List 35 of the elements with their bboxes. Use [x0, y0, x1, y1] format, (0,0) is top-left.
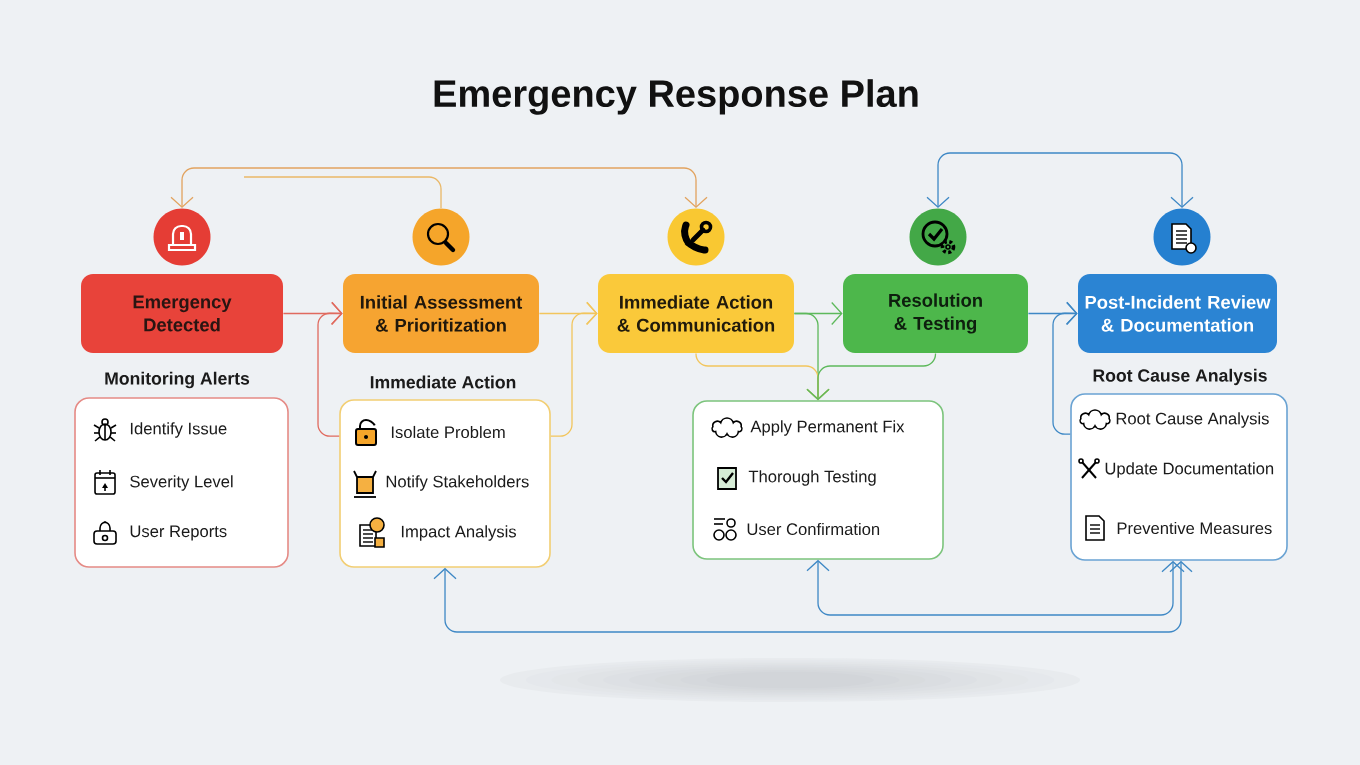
- title: Emergency Response Plan: [434, 79, 918, 115]
- arrow: [806, 559, 1185, 616]
- list-item: User Reports: [130, 525, 227, 541]
- list-item: Preventive Measures: [1117, 521, 1272, 535]
- arrow: [550, 301, 598, 437]
- siren-icon: [153, 208, 211, 266]
- list-item: Update Documentation: [1105, 462, 1274, 478]
- list-item: Impact Analysis: [401, 525, 516, 541]
- card-heading: Monitoring Alerts: [105, 371, 250, 389]
- card-heading: Root Cause Analysis: [1093, 368, 1267, 386]
- list-item: Root Cause Analysis: [1116, 412, 1269, 428]
- list-item: Identify Issue: [130, 422, 227, 438]
- arrow: [317, 301, 343, 437]
- search-icon: [412, 208, 470, 266]
- arrow: [926, 152, 1194, 209]
- list-item: Thorough Testing: [748, 470, 876, 486]
- process-box: Initial Assessment & Prioritization: [343, 274, 539, 353]
- arrow: [1052, 301, 1078, 435]
- list-item: Notify Stakeholders: [386, 475, 529, 491]
- arrow: [433, 560, 1193, 633]
- list-item: User Confirmation: [747, 522, 880, 536]
- list-item: Severity Level: [130, 475, 233, 491]
- arrow: [170, 167, 708, 209]
- phone-wrench-icon: [667, 208, 725, 266]
- list-item: Isolate Problem: [391, 425, 505, 439]
- process-box: Resolution & Testing: [843, 274, 1028, 353]
- connector-line: [243, 176, 442, 209]
- process-box: Immediate Action & Communication: [598, 274, 794, 353]
- process-box: Emergency Detected: [81, 274, 283, 353]
- process-box: Post-Incident Review & Documentation: [1078, 274, 1277, 353]
- check-gear-icon: [909, 208, 967, 266]
- list-item: Apply Permanent Fix: [750, 420, 905, 436]
- document-icon: [1153, 208, 1211, 266]
- card-heading: Immediate Action: [370, 375, 516, 389]
- list-card: [692, 400, 944, 560]
